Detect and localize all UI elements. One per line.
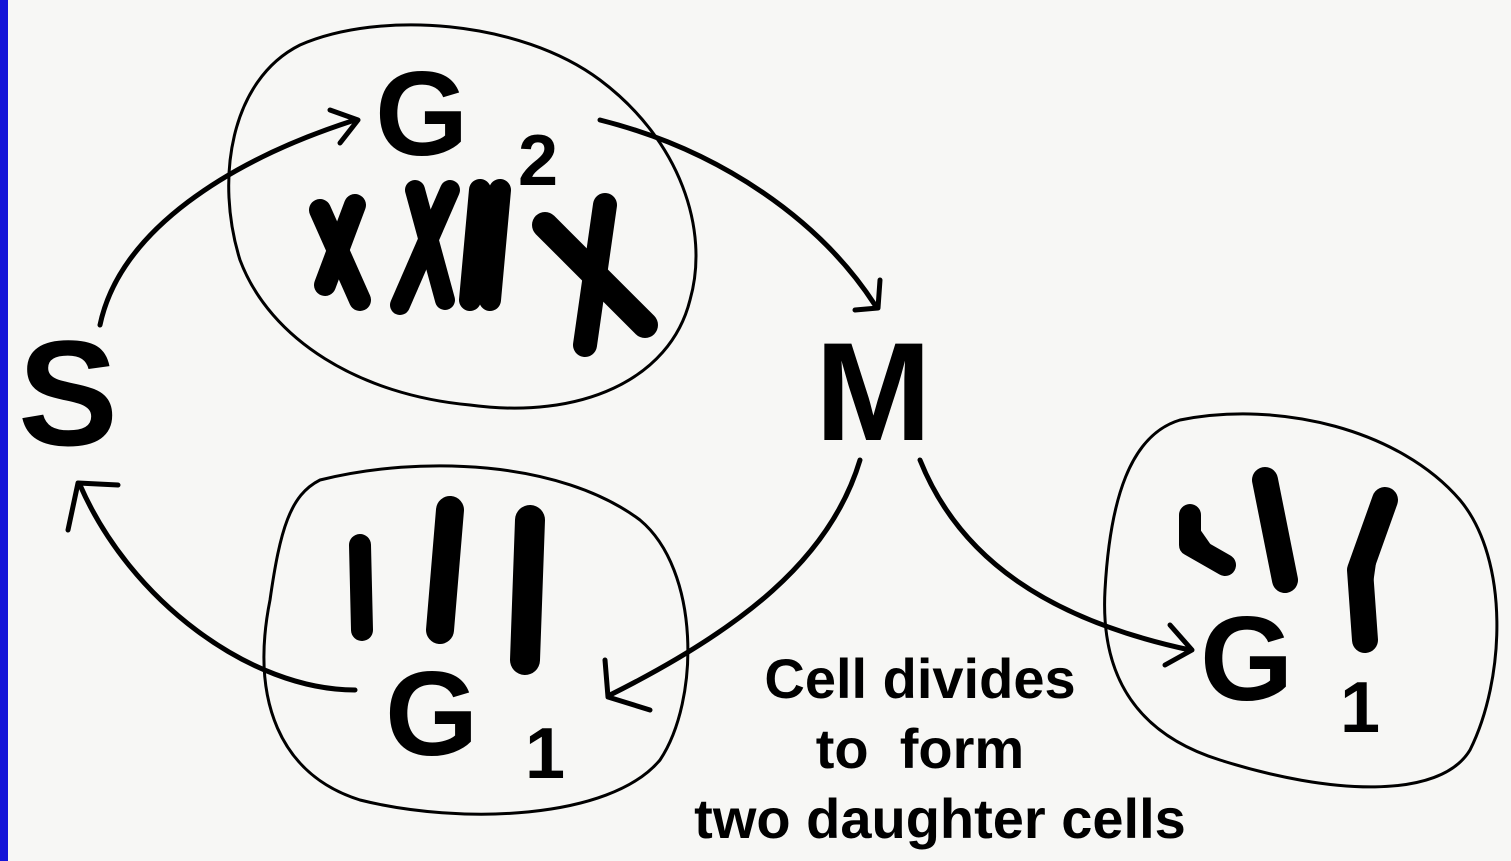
g1-left-chromosome-3	[510, 505, 545, 675]
arrow-g2-to-m	[597, 117, 878, 308]
phase-label-g2-subscript: 2	[518, 121, 558, 201]
arrow-s-to-g2	[97, 117, 358, 328]
caption-line-1: Cell divides	[764, 647, 1075, 710]
g1-right-chromosome-2	[1252, 467, 1298, 593]
phase-label-g2: G	[375, 47, 468, 181]
phase-label-s: S	[18, 309, 118, 477]
phase-label-g1-left: G	[385, 647, 478, 781]
g2-chromosome-2	[390, 180, 460, 315]
g1-left-cell-outline	[262, 464, 690, 816]
g2-chromosome-4	[532, 193, 658, 357]
g2-cell-outline	[227, 23, 698, 410]
g2-chromosome-1	[309, 194, 371, 311]
g1-left-chromosome-1	[349, 534, 373, 641]
arrow-head-m-to-g1-right	[1162, 622, 1195, 668]
arrow-g1-to-s	[77, 482, 358, 693]
arrow-m-to-g1-left	[607, 457, 863, 698]
caption-line-2: to form	[816, 717, 1024, 780]
phase-label-g1-left-subscript: 1	[525, 714, 565, 794]
phase-label-m: M	[815, 313, 932, 470]
phase-label-g1-right-subscript: 1	[1340, 668, 1380, 748]
g1-right-cell-outline	[1103, 412, 1499, 789]
phase-label-g1-right: G	[1200, 592, 1293, 726]
arrow-m-to-g1-right	[917, 457, 1193, 653]
g1-left-chromosome-2	[426, 496, 464, 644]
g2-chromosome-3	[459, 179, 511, 311]
arrow-head-g2-to-m	[852, 277, 883, 313]
left-accent-bar	[0, 0, 8, 861]
arrow-head-g1-to-s	[65, 480, 121, 533]
g1-right-chromosome-1	[1179, 504, 1236, 576]
arrow-head-m-to-g1-left	[602, 657, 653, 713]
g1-right-chromosome-3	[1347, 487, 1398, 653]
arrow-head-s-to-g2	[327, 107, 361, 146]
caption-line-3: two daughter cells	[694, 787, 1186, 850]
